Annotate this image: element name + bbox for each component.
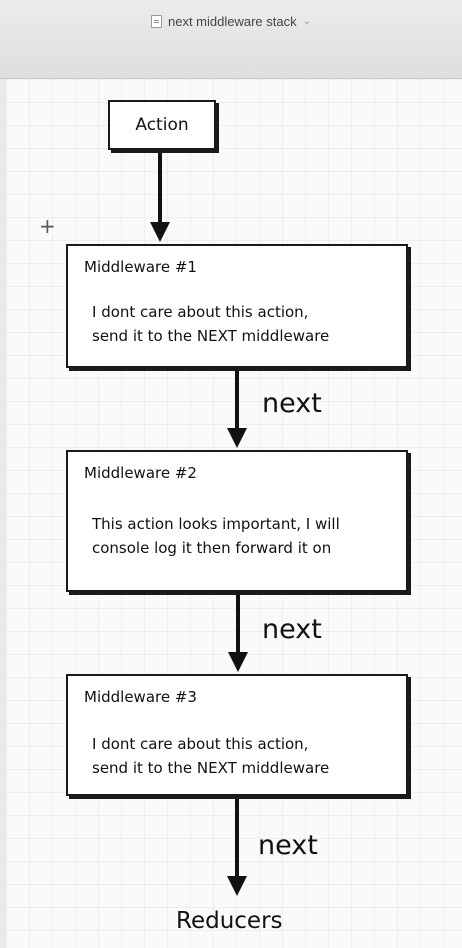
edge-label-next-3: next (258, 830, 318, 861)
edge-label-next-1: next (262, 388, 322, 419)
action-label: Action (135, 115, 189, 135)
middleware-2-box[interactable]: Middleware #2 This action looks importan… (66, 450, 408, 592)
middleware-1-body: I dont care about this action, send it t… (92, 303, 330, 345)
chevron-down-icon[interactable]: ⌄ (302, 16, 311, 27)
document-title[interactable]: next middleware stack ⌄ (0, 14, 462, 29)
arrowhead-3 (228, 652, 248, 672)
middleware-1-box[interactable]: Middleware #1 I dont care about this act… (66, 244, 408, 368)
edge-label-next-2: next (262, 614, 322, 645)
middleware-1-title: Middleware #1 (84, 258, 197, 276)
middleware-2-body: This action looks important, I will cons… (92, 515, 340, 557)
middleware-2-title: Middleware #2 (84, 464, 197, 482)
window-titlebar: next middleware stack ⌄ (0, 0, 462, 79)
document-icon (150, 15, 162, 28)
reducers-label[interactable]: Reducers (176, 908, 283, 934)
plus-cursor-icon: + (39, 214, 56, 238)
arrowhead-2 (227, 428, 247, 448)
document-title-text: next middleware stack (167, 14, 297, 29)
arrowhead-4 (227, 876, 247, 896)
middleware-3-body: I dont care about this action, send it t… (92, 735, 330, 777)
middleware-3-box[interactable]: Middleware #3 I dont care about this act… (66, 674, 408, 796)
action-box[interactable]: Action (108, 100, 216, 150)
middleware-3-title: Middleware #3 (84, 688, 197, 706)
arrowhead-1 (150, 222, 170, 242)
